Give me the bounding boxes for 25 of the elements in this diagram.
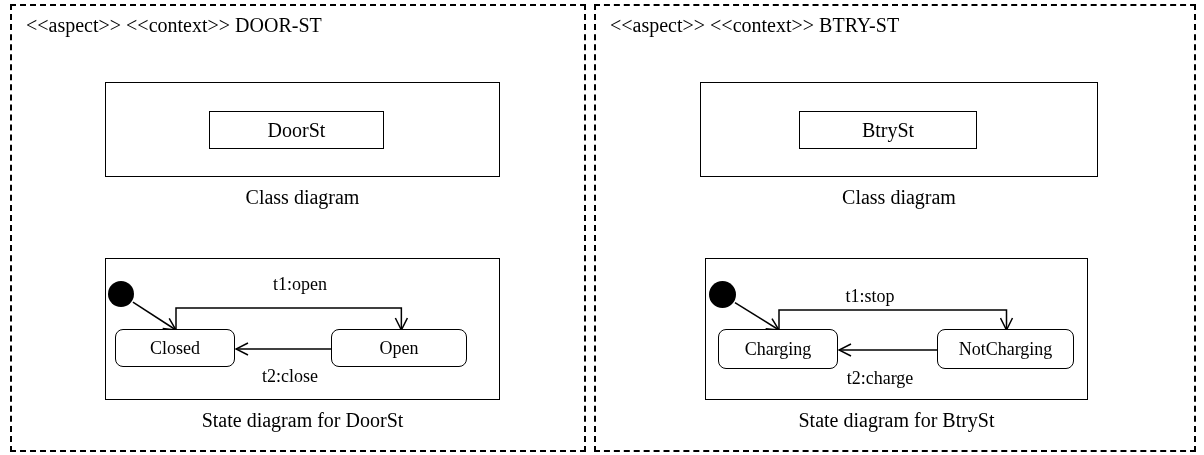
initial-state [108,281,134,307]
transition-arrow [778,309,1014,331]
diagram-caption: Class diagram [841,186,957,209]
transition-arrow [175,307,409,331]
diagram-caption: State diagram for BtrySt [797,409,996,432]
state-box: Closed [115,329,235,367]
diagram-caption: State diagram for DoorSt [200,409,405,432]
edge-label: t2:charge [844,369,916,389]
class-box: DoorSt [209,111,384,149]
state-box: Charging [718,329,838,369]
context-frame [594,4,1196,452]
state-box: Open [331,329,467,367]
frame-title: <<aspect>> <<context>> DOOR-ST [26,14,322,37]
transition-arrow [235,342,333,356]
context-frame [10,4,586,452]
class-box: BtrySt [799,111,977,149]
initial-state [709,281,736,308]
diagram-caption: Class diagram [244,186,361,209]
transition-arrow [734,301,780,331]
transition-arrow [838,343,939,357]
frame-title: <<aspect>> <<context>> BTRY-ST [610,14,900,37]
edge-label: t1:open [271,275,329,295]
state-box: NotCharging [937,329,1074,369]
edge-label: t1:stop [843,287,897,307]
transition-arrow [132,301,177,331]
